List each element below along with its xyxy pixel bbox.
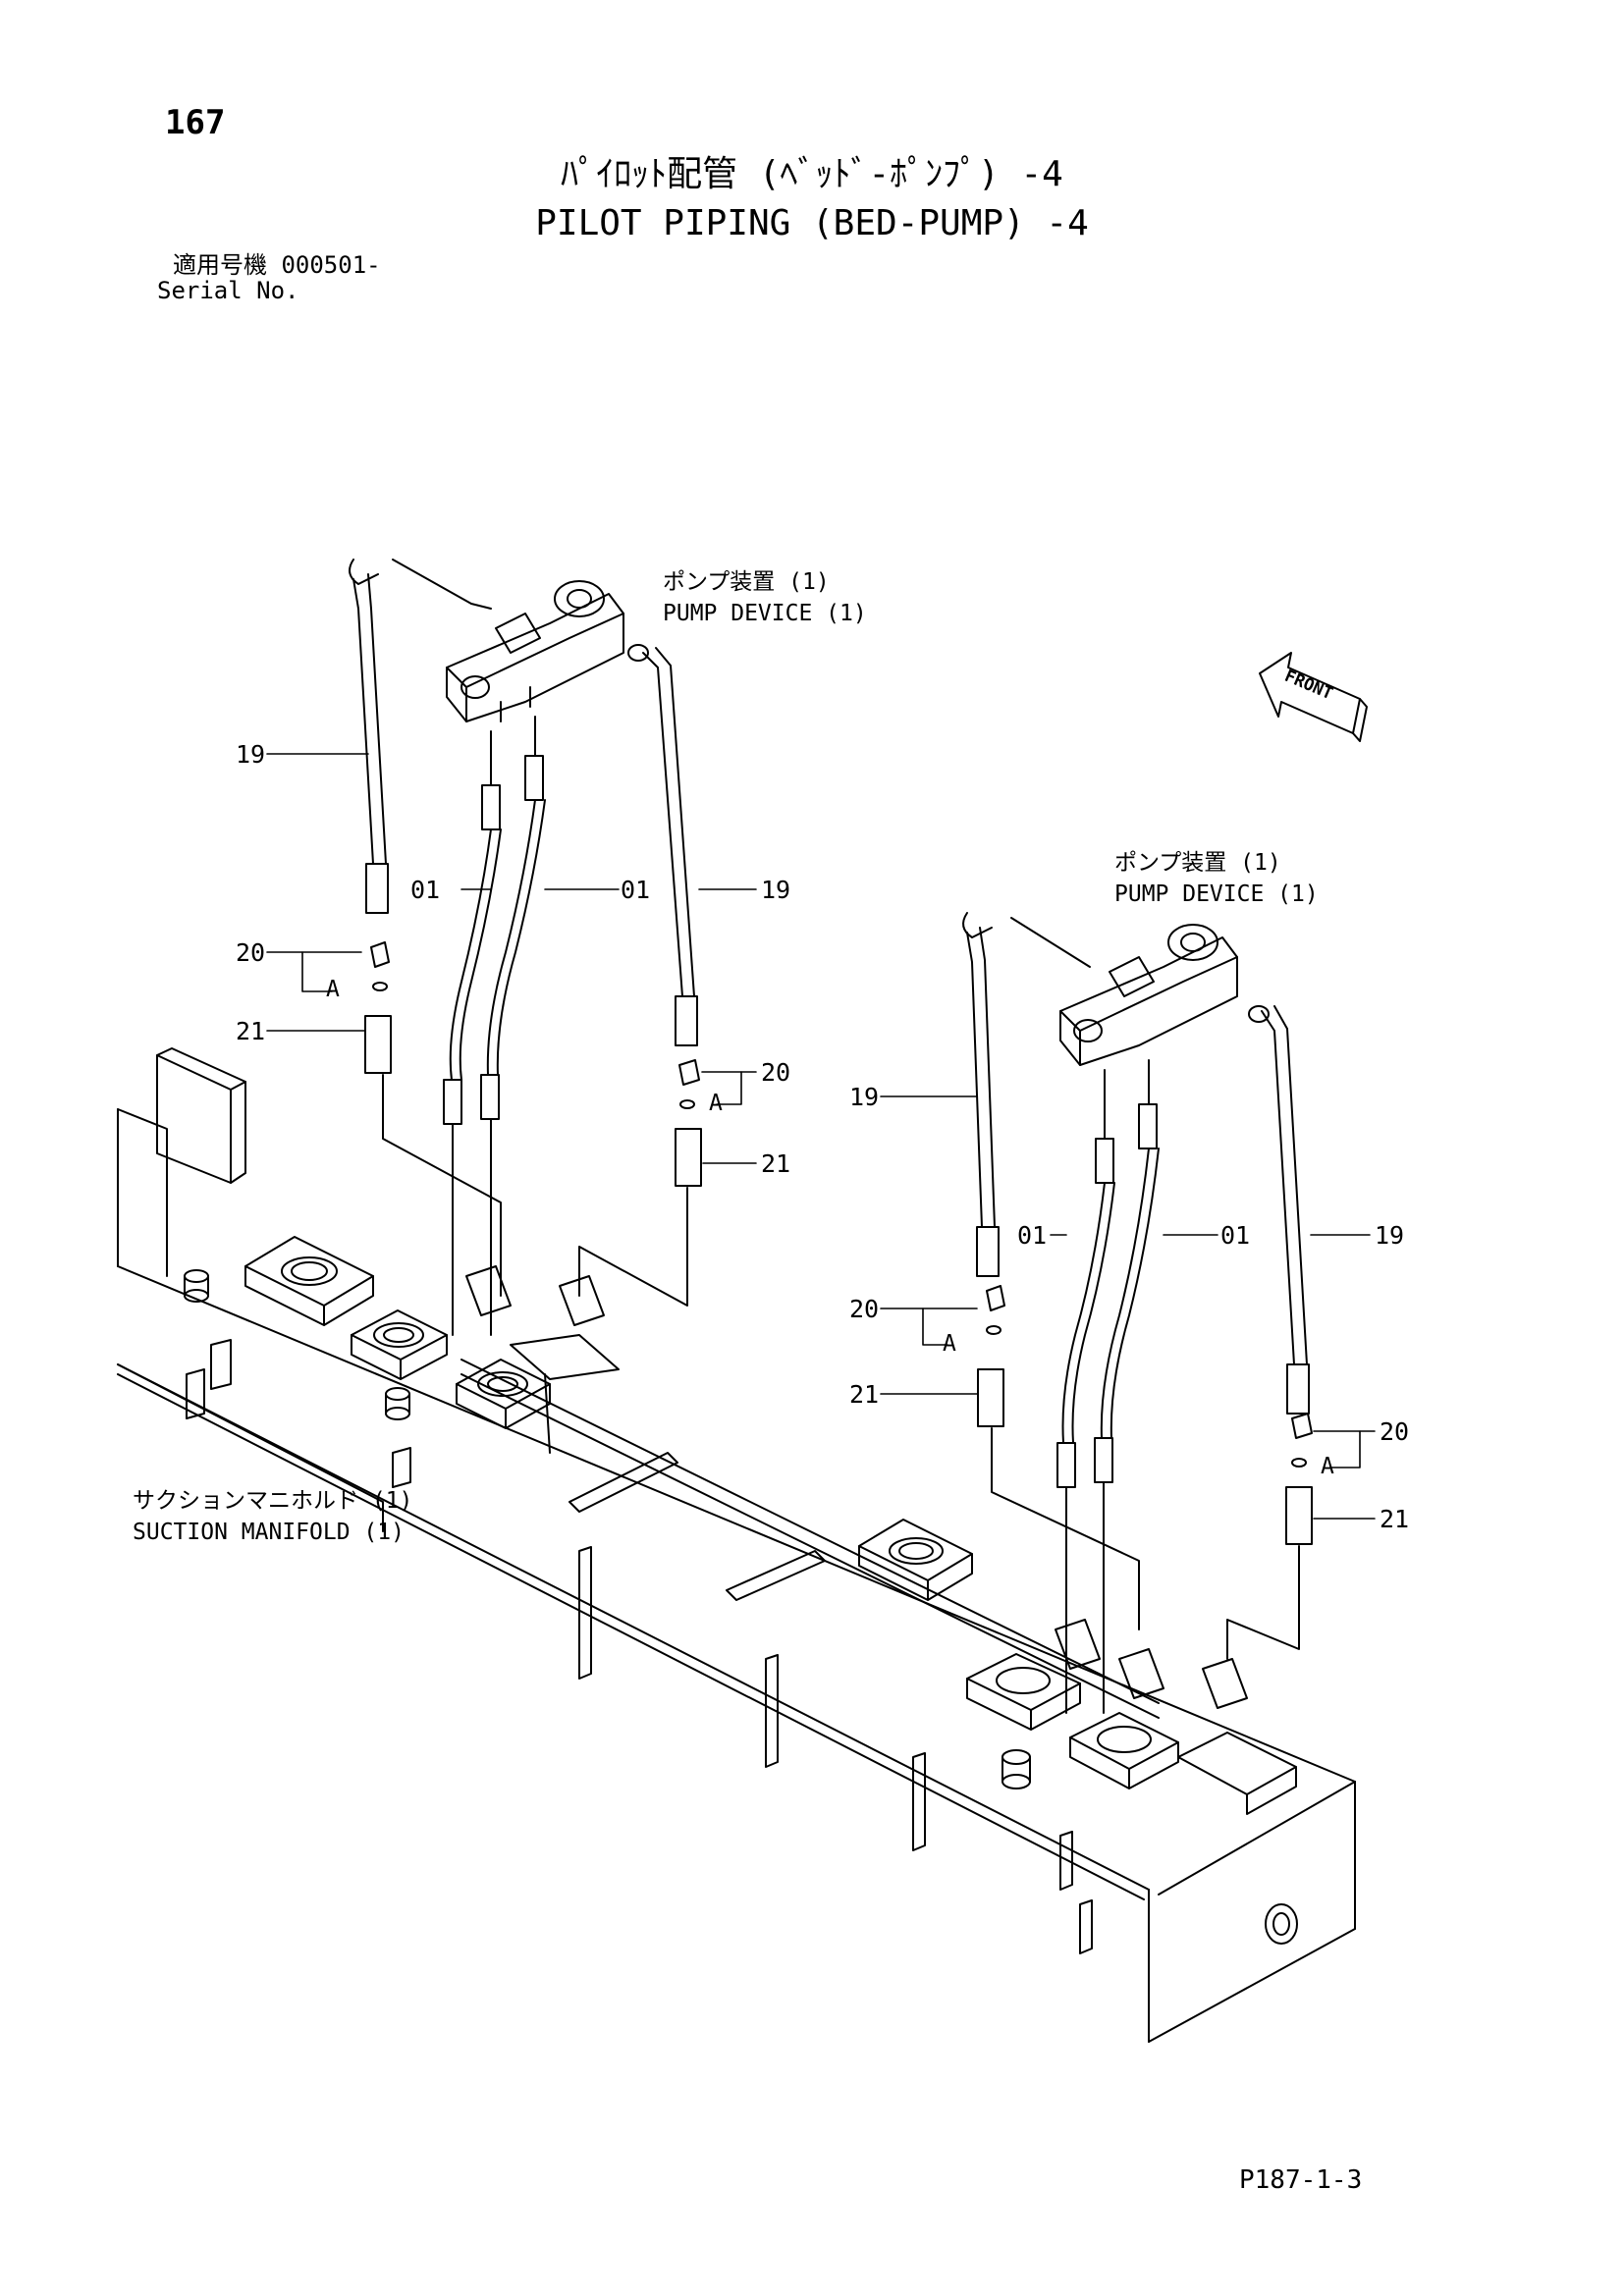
callout-01: 01 <box>1220 1221 1251 1250</box>
callout-20: 20 <box>849 1295 880 1323</box>
detail-a-label: A <box>1321 1454 1334 1479</box>
callout-21: 21 <box>1380 1505 1410 1533</box>
hoses-01-right <box>1056 1059 1160 1714</box>
pump-device-right <box>1010 917 1238 1066</box>
manifold-flanges <box>184 1236 1297 1954</box>
pump-device-left-en: PUMP DEVICE (1) <box>663 601 867 626</box>
hose-19-left-a <box>349 559 389 914</box>
callout-19: 19 <box>236 740 266 769</box>
callout-20: 20 <box>1380 1417 1410 1446</box>
pump-device-right-jp: ポンプ装置 (1) <box>1114 850 1281 876</box>
detail-a-label: A <box>709 1091 723 1116</box>
serial-label-japanese: 適用号機 000501- <box>173 253 381 277</box>
callout-21: 21 <box>849 1380 880 1409</box>
serial-label-jp: 適用号機 <box>173 251 267 279</box>
pump-device-left-jp: ポンプ装置 (1) <box>663 569 830 595</box>
detail-a-label: A <box>943 1331 956 1357</box>
hose-19-right-b <box>1248 1005 1310 1415</box>
callout-20: 20 <box>236 938 266 967</box>
suction-manifold <box>117 1047 1356 2043</box>
callout-01: 01 <box>1017 1221 1048 1250</box>
callout-01: 01 <box>621 876 651 904</box>
serial-value: 000501- <box>281 251 381 279</box>
callout-21: 21 <box>761 1149 791 1178</box>
callout-19: 19 <box>761 876 791 904</box>
suction-manifold-en: SUCTION MANIFOLD (1) <box>133 1520 405 1545</box>
suction-manifold-jp: サクションマニホルド (1) <box>133 1488 413 1514</box>
callout-20: 20 <box>761 1058 791 1087</box>
drawing-code: P187-1-3 <box>1239 2165 1363 2195</box>
callout-21: 21 <box>236 1017 266 1045</box>
callout-19: 19 <box>849 1083 880 1111</box>
callout-01: 01 <box>410 876 441 904</box>
hose-19-right-a <box>962 912 1000 1277</box>
callout-19: 19 <box>1375 1221 1405 1250</box>
hoses-01-left <box>443 716 546 1336</box>
title-japanese: ﾊﾟｲﾛｯﾄ配管 (ﾍﾞｯﾄﾞ-ﾎﾟﾝﾌﾟ) -4 <box>561 154 1063 194</box>
pump-device-left <box>392 559 624 722</box>
fittings-left <box>364 941 702 1307</box>
front-arrow <box>1259 652 1368 742</box>
fittings-right <box>977 1285 1313 1660</box>
hose-19-left-b <box>627 644 698 1046</box>
serial-label-english: Serial No. <box>157 277 299 304</box>
leader-lines <box>266 753 1376 1520</box>
page-number: 167 <box>165 103 226 142</box>
pump-device-right-en: PUMP DEVICE (1) <box>1114 881 1319 907</box>
detail-a-label: A <box>326 977 340 1002</box>
title-english: PILOT PIPING (BED-PUMP) -4 <box>535 203 1089 243</box>
